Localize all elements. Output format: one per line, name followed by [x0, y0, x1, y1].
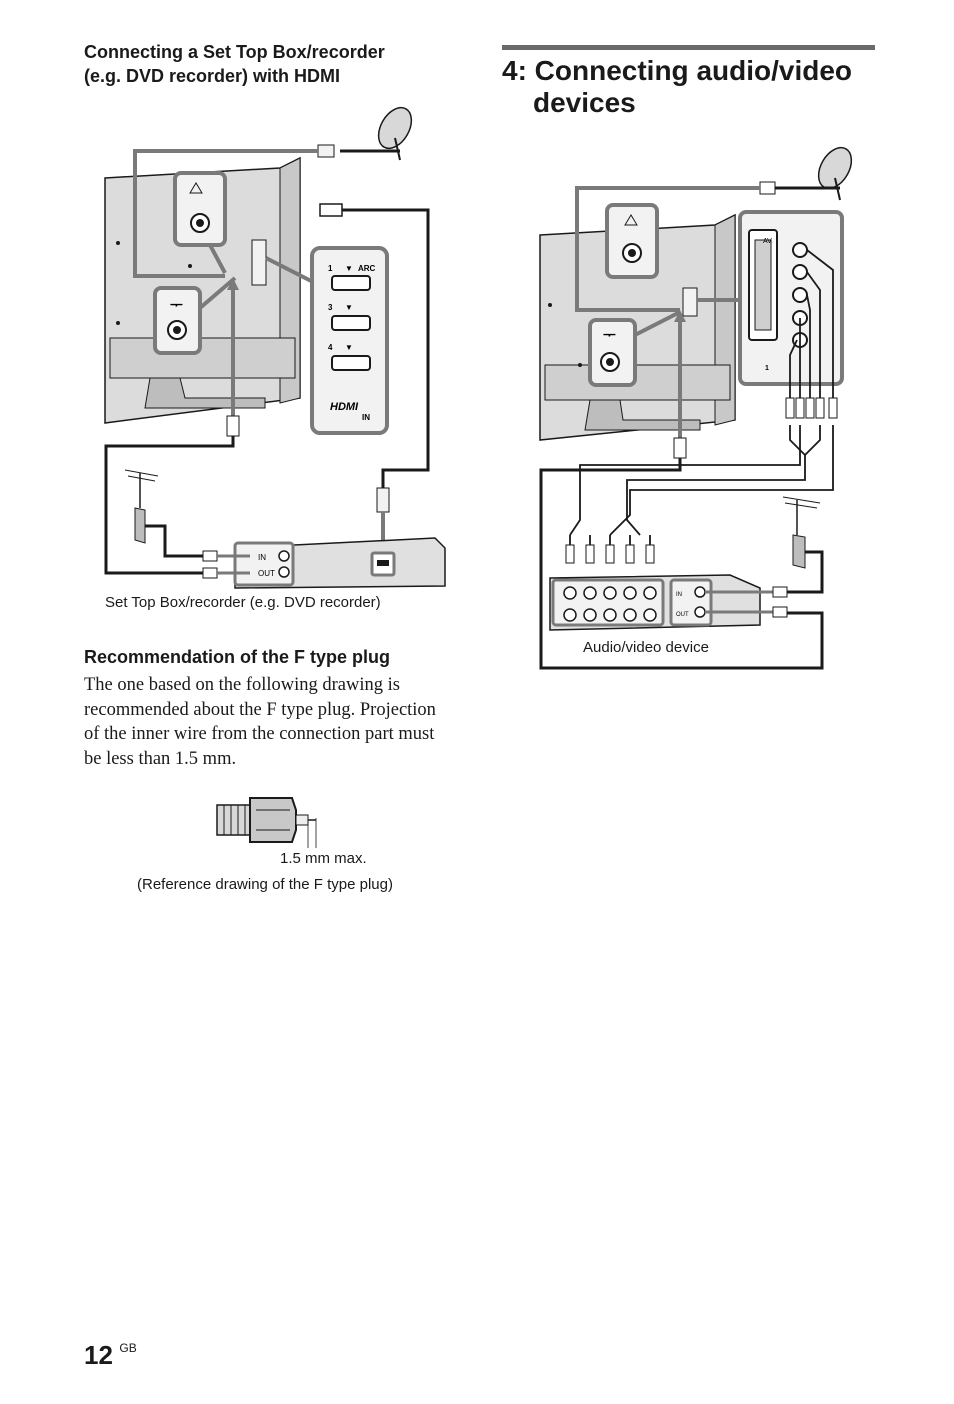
left-heading-line-1: Connecting a Set Top Box/recorder [84, 42, 385, 62]
box-in-label: IN [258, 553, 266, 562]
region-code: GB [119, 1341, 137, 1355]
left-section-heading: Connecting a Set Top Box/recorder (e.g. … [84, 40, 385, 88]
tv-rear-illustration-av [539, 213, 736, 441]
satellite-dish-icon-av [759, 146, 853, 201]
satellite-input-callout-av [605, 203, 659, 279]
set-top-box-caption: Set Top Box/recorder (e.g. DVD recorder) [105, 594, 381, 611]
satellite-dish-icon [317, 106, 413, 161]
av-label: AV [763, 238, 772, 245]
box-out-label: OUT [258, 569, 275, 578]
hdmi-connection-diagram: ᅮ 1 ▼ ARC 3 ▼ 4 ▼ HDMI IN [104, 106, 446, 589]
svg-text:▼: ▼ [345, 303, 353, 312]
hdmi-port-4-label: 4 [328, 343, 333, 352]
f-plug-caption: (Reference drawing of the F type plug) [137, 876, 393, 893]
hdmi-logo: HDMI [330, 401, 359, 413]
f-plug-heading: Recommendation of the F type plug [84, 647, 391, 667]
av-connection-diagram: ᅮ AV 1 [539, 146, 853, 670]
device-out-label: OUT [676, 612, 689, 618]
antenna-cable [104, 278, 240, 575]
antenna-cable-av [539, 310, 824, 670]
hdmi-port-3-label: 3 [328, 303, 333, 312]
section-4-heading-line-2: devices [533, 87, 636, 118]
device-in-label: IN [676, 592, 682, 598]
left-heading-line-2: (e.g. DVD recorder) with HDMI [84, 66, 341, 86]
page-number: 12 [84, 1340, 113, 1370]
section-4-heading-line-1: 4: Connecting audio/video [502, 55, 853, 86]
f-plug-dimension-label: 1.5 mm max. [280, 850, 367, 867]
av-panel-callout: AV 1 [697, 210, 844, 386]
hdmi-port-1-label: 1 [328, 264, 333, 273]
hdmi-arc-label: ARC [358, 264, 376, 273]
svg-text:▼: ▼ [345, 264, 353, 273]
f-plug-drawing [216, 797, 317, 848]
av-device-caption: Audio/video device [583, 639, 709, 656]
hdmi-in-label: IN [362, 413, 370, 422]
f-plug-paragraph: The one based on the following drawing i… [84, 675, 436, 769]
rca-plugs [565, 397, 838, 564]
terrestrial-antenna-icon [124, 469, 205, 558]
svg-text:▼: ▼ [345, 343, 353, 352]
antenna-input-callout: ᅮ [153, 276, 237, 355]
av-number-label: 1 [765, 365, 769, 372]
svg-text:ᅮ: ᅮ [170, 297, 183, 313]
tv-rear-illustration [104, 156, 301, 424]
hdmi-cable [319, 203, 430, 550]
satellite-input-callout [173, 171, 227, 274]
terrestrial-antenna-icon-av [775, 496, 824, 594]
section-4-heading: 4: Connecting audio/video devices [502, 55, 852, 119]
set-top-box-illustration: IN OUT [202, 537, 446, 589]
page-footer: 12 GB [84, 1340, 137, 1371]
section-rule [502, 45, 875, 50]
hdmi-panel-callout: 1 ▼ ARC 3 ▼ 4 ▼ HDMI IN [265, 246, 389, 435]
rca-cables [569, 249, 834, 545]
svg-text:ᅮ: ᅮ [603, 327, 616, 343]
av-device-illustration: IN OUT [549, 574, 788, 631]
antenna-input-callout-av: ᅮ [588, 310, 681, 387]
